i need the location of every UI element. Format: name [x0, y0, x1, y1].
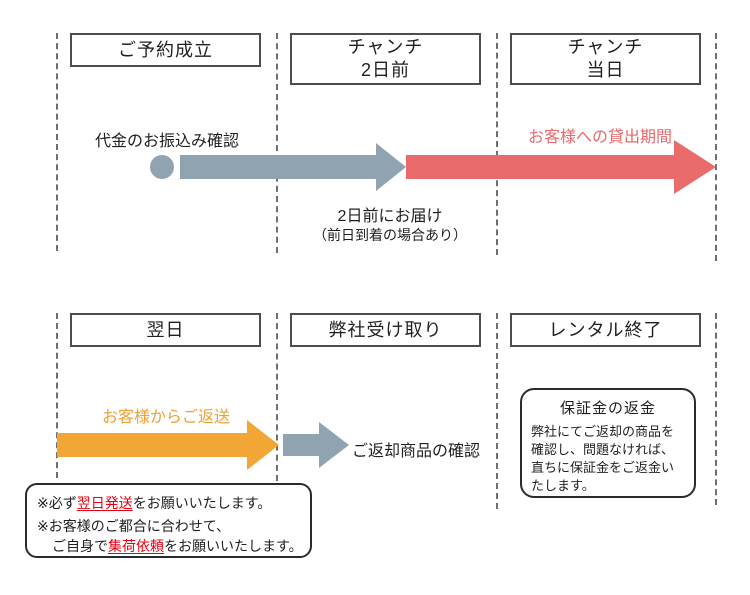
delivery-note-line1: 2日前にお届け: [337, 208, 443, 225]
stage-box-label: 弊社受け取り: [328, 319, 443, 340]
dashed-line-bottom-4: [715, 313, 717, 505]
stage-box-label-line1: チャンチ: [567, 37, 644, 57]
stage-box-label: レンタル終了: [548, 319, 663, 340]
rental-period-arrow-head: [674, 140, 716, 194]
note-line-1-suffix: をお願いいたします。: [132, 495, 272, 511]
stage-box-company-receipt: 弊社受け取り: [290, 313, 481, 347]
note-line-3-suffix: をお願いいたします。: [164, 538, 303, 554]
note-line-2: ※お客様のご都合に合わせて、: [37, 518, 231, 534]
dashed-line-bottom-3: [496, 313, 498, 509]
delivery-note-line2: （前日到着の場合あり）: [313, 227, 467, 243]
note-line-3-prefix: ご自身で: [52, 538, 108, 554]
dashed-line-top-2: [276, 33, 278, 253]
rental-period-arrow-body: [406, 155, 674, 179]
shipping-arrow-head: [376, 143, 406, 191]
stage-box-next-day: 翌日: [70, 313, 261, 347]
note-line-3: ご自身で集荷依頼をお願いいたします。: [37, 536, 310, 556]
note-line-3-highlight: 集荷依頼: [108, 538, 164, 554]
deposit-refund-box: 保証金の返金 弊社にてご返却の商品を 確認し、問題なければ、 直ちに保証金をご返…: [520, 388, 696, 498]
payment-confirmation-label: 代金のお振込み確認: [95, 133, 240, 150]
dashed-line-top-3: [496, 33, 498, 255]
deposit-refund-body-line4: たします。: [531, 478, 595, 493]
stage-box-rental-end: レンタル終了: [510, 313, 701, 347]
return-arrow-body: [57, 433, 247, 457]
stage-box-label-line2: 2日前: [360, 60, 410, 80]
deposit-refund-title: 保証金の返金: [559, 400, 656, 417]
shipping-notes-box: ※必ず翌日発送をお願いいたします。 ※お客様のご都合に合わせて、 ご自身で集荷依…: [25, 483, 312, 558]
stage-box-label: 翌日: [146, 319, 185, 340]
stage-box-label-line2: 当日: [586, 60, 625, 80]
dashed-line-top-4: [715, 33, 717, 261]
stage-box-event-day: チャンチ 当日: [510, 33, 701, 85]
stage-box-label: ご予約成立: [118, 39, 213, 60]
deposit-refund-body-line1: 弊社にてご返却の商品を: [531, 424, 675, 439]
check-arrow-body: [283, 434, 319, 456]
rental-period-label: お客様への貸出期間: [528, 129, 673, 146]
stage-box-event-2days-before: チャンチ 2日前: [290, 33, 481, 85]
note-line-1-prefix: ※必ず: [37, 495, 77, 511]
customer-return-label: お客様からご返送: [102, 409, 231, 426]
check-arrow-head: [319, 422, 349, 468]
dashed-line-bottom-2: [276, 313, 278, 481]
dashed-line-top-1: [56, 33, 58, 251]
note-line-1-highlight: 翌日発送: [76, 495, 133, 511]
returned-goods-check-label: ご返却商品の確認: [352, 443, 481, 460]
deposit-refund-body-line2: 確認し、問題なければ、: [531, 442, 675, 457]
timeline-start-dot: [150, 155, 174, 179]
deposit-refund-body-line3: 直ちに保証金をご返金い: [531, 460, 675, 475]
dashed-line-bottom-1: [56, 313, 58, 478]
stage-box-reservation: ご予約成立: [70, 33, 261, 67]
shipping-arrow-body: [180, 155, 376, 179]
note-line-1: ※必ず翌日発送をお願いいたします。: [37, 493, 310, 513]
return-arrow-head: [247, 420, 279, 470]
stage-box-label-line1: チャンチ: [347, 37, 424, 57]
